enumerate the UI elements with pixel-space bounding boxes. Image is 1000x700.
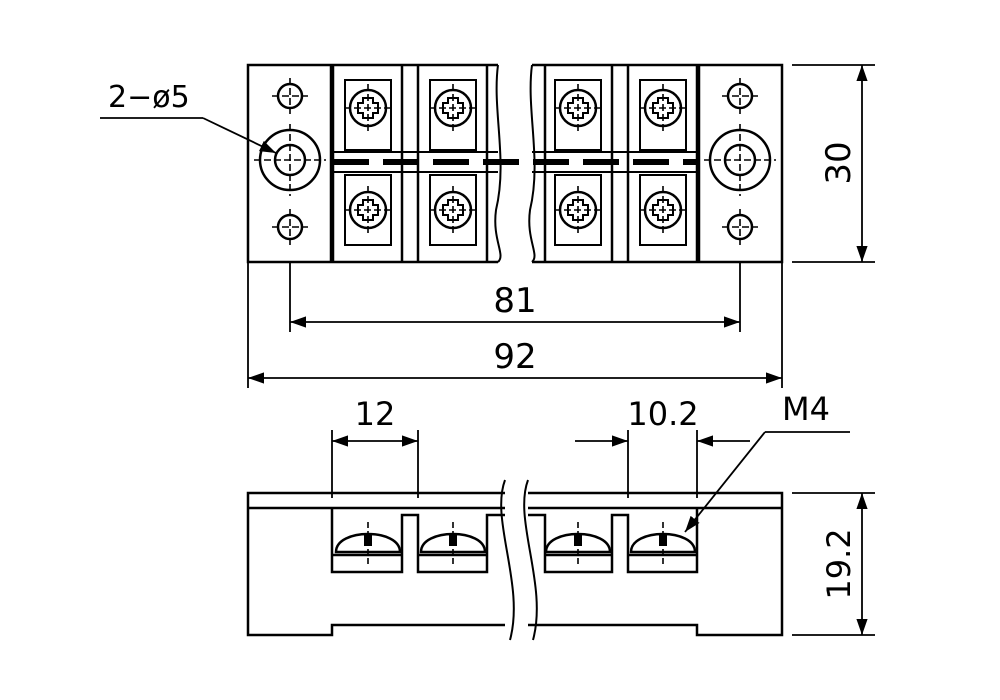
pitch-b-label: 10.2 [627,395,698,433]
side-break-lines [500,479,538,641]
terminal-slots [344,79,687,246]
height-side-label: 19.2 [820,528,858,599]
break-lines [494,64,536,263]
height-top-label: 30 [819,141,859,184]
side-dimensions: 12 10.2 M4 19.2 [331,390,875,636]
pitch-a-label: 12 [355,395,396,433]
top-dimensions: 2−ø5 30 81 92 [100,64,875,388]
side-view [246,479,784,641]
screw-callout: M4 [782,390,830,428]
total-length-label: 92 [493,337,536,377]
center-barrier [333,151,697,173]
mount-spacing-label: 81 [493,281,536,321]
top-view [246,63,784,264]
side-screw-icon [334,520,697,568]
hole-callout: 2−ø5 [108,80,190,115]
